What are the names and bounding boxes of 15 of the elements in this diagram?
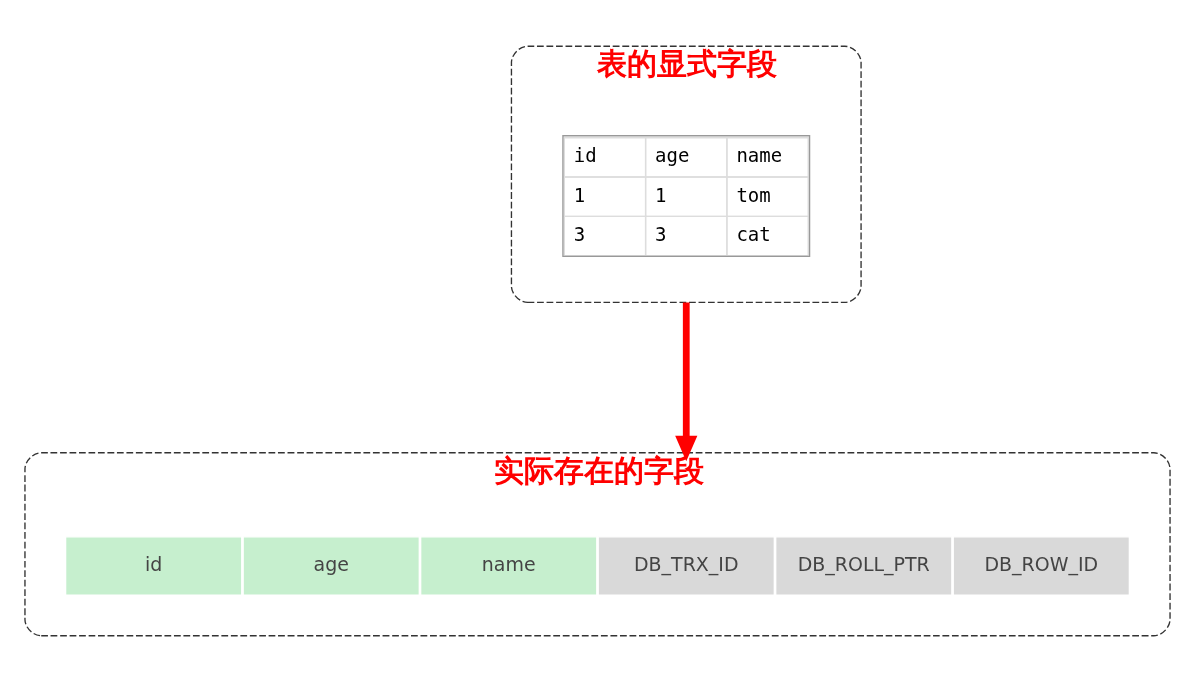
label: age [655,144,690,167]
label: 1 [573,183,586,206]
node-box: DB_ROLL_PTR [775,536,953,596]
label: id [573,144,597,167]
label: name [736,144,783,167]
label: tom [736,183,771,206]
label: 3 [655,222,667,245]
node-box: age [242,536,420,596]
label: cat [736,222,771,245]
node-box: DB_TRX_ID [597,536,775,596]
label: 3 [573,222,586,245]
node-box: DB_ROW_ID [952,536,1131,596]
node-box: name [420,536,598,596]
label: 1 [655,183,667,206]
node-box: id [64,536,243,596]
